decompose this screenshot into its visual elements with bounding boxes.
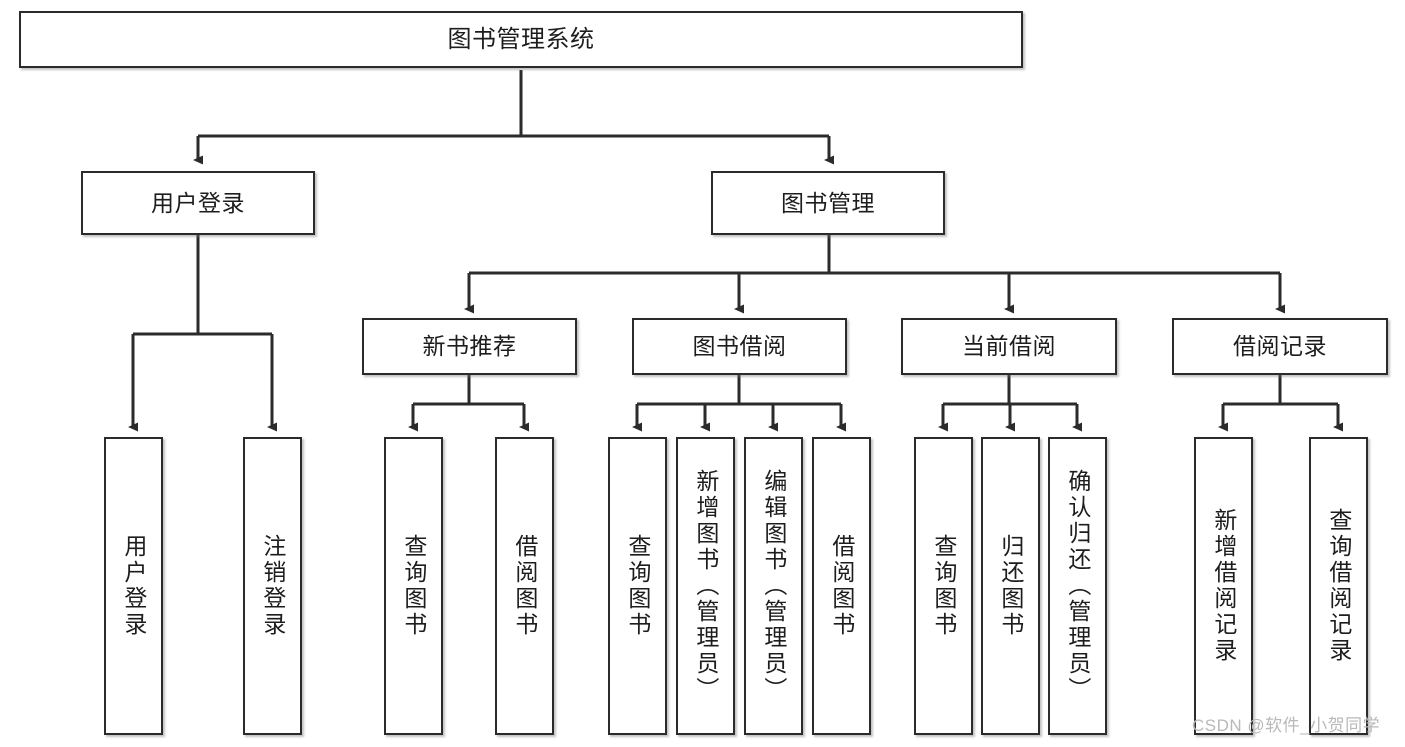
node-leaf-query-book-3[interactable]: 查询图书 xyxy=(914,437,973,735)
node-leaf-query-book-1[interactable]: 查询图书 xyxy=(384,437,443,735)
node-leaf-query-record[interactable]: 查询借阅记录 xyxy=(1309,437,1368,735)
csdn-watermark: CSDN @软件_小贺同学 xyxy=(1192,716,1381,735)
node-borrow-record[interactable]: 借阅记录 xyxy=(1172,318,1388,375)
node-leaf-query-book-2[interactable]: 查询图书 xyxy=(608,437,667,735)
node-leaf-add-book[interactable]: 新增图书（管理员） xyxy=(676,437,735,735)
node-label: 新增图书（管理员） xyxy=(692,469,719,703)
node-label: 用户登录 xyxy=(151,189,245,216)
node-label: 注销登录 xyxy=(259,534,286,638)
node-leaf-borrow-book-2[interactable]: 借阅图书 xyxy=(812,437,871,735)
node-current-borrow[interactable]: 当前借阅 xyxy=(901,318,1117,375)
node-label: 确认归还（管理员） xyxy=(1064,469,1091,703)
node-leaf-add-record[interactable]: 新增借阅记录 xyxy=(1194,437,1253,735)
node-label: 归还图书 xyxy=(997,534,1024,638)
node-label: 借阅图书 xyxy=(828,534,855,638)
node-label: 查询借阅记录 xyxy=(1325,508,1352,664)
node-label: 新增借阅记录 xyxy=(1210,508,1237,664)
node-book-borrow[interactable]: 图书借阅 xyxy=(632,318,847,375)
node-label: 查询图书 xyxy=(624,534,651,638)
node-user-login[interactable]: 用户登录 xyxy=(81,171,315,235)
node-root-system[interactable]: 图书管理系统 xyxy=(19,11,1023,68)
node-label: 查询图书 xyxy=(930,534,957,638)
node-label: 借阅图书 xyxy=(511,534,538,638)
node-label: 借阅记录 xyxy=(1233,333,1327,360)
node-label: 图书管理系统 xyxy=(447,25,595,53)
node-label: 新书推荐 xyxy=(422,333,517,360)
node-label: 编辑图书（管理员） xyxy=(760,469,787,703)
node-label: 图书管理 xyxy=(781,189,875,216)
node-book-manage[interactable]: 图书管理 xyxy=(711,171,945,235)
node-leaf-confirm-return[interactable]: 确认归还（管理员） xyxy=(1048,437,1107,735)
node-label: 用户登录 xyxy=(120,534,147,638)
node-leaf-return-book[interactable]: 归还图书 xyxy=(981,437,1040,735)
node-leaf-edit-book[interactable]: 编辑图书（管理员） xyxy=(744,437,803,735)
node-label: 查询图书 xyxy=(400,534,427,638)
node-leaf-borrow-book-1[interactable]: 借阅图书 xyxy=(495,437,554,735)
node-new-book-recommend[interactable]: 新书推荐 xyxy=(362,318,577,375)
node-label: 图书借阅 xyxy=(692,333,787,360)
node-label: 当前借阅 xyxy=(962,333,1056,360)
node-leaf-user-logout[interactable]: 注销登录 xyxy=(243,437,302,735)
node-leaf-user-login[interactable]: 用户登录 xyxy=(104,437,163,735)
